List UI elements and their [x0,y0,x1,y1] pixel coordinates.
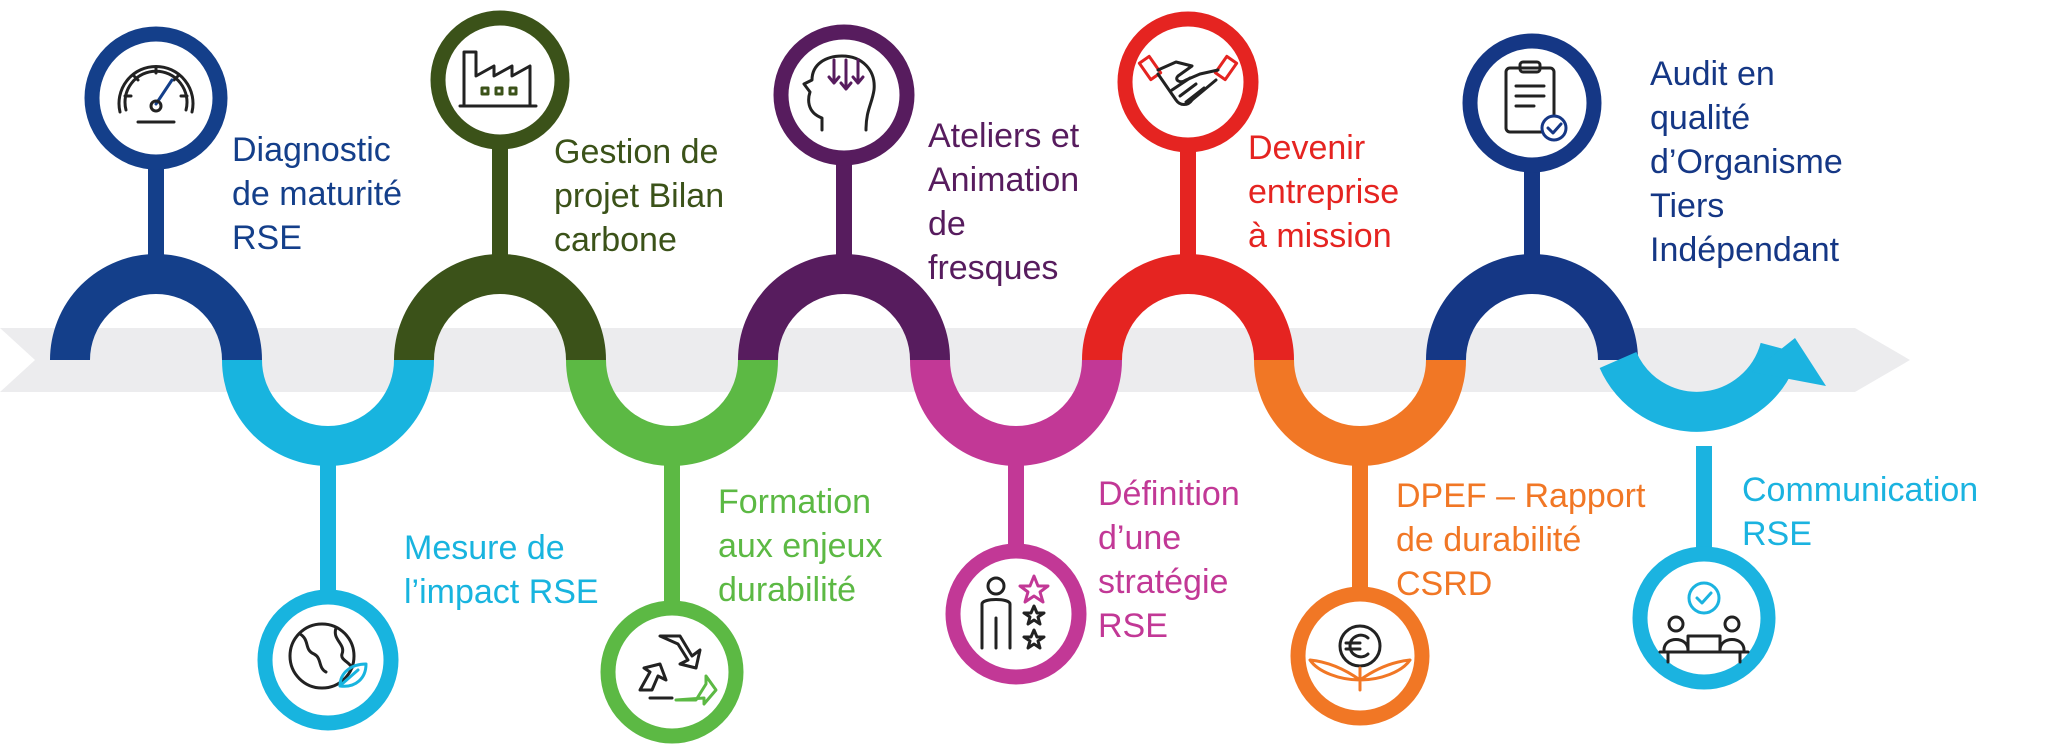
gauge-icon [117,65,195,124]
factory-icon [458,50,538,108]
icon-ring-definition [945,543,1087,685]
euro-plant-icon [1308,624,1412,692]
arc-dpef [1254,359,1466,466]
arc-communication [1599,342,1800,432]
globe-leaf-icon [288,622,368,690]
arc-formation [566,359,778,466]
meeting-check-icon [1658,581,1750,664]
icon-ring-devenir [1117,11,1259,153]
arc-ateliers [738,254,950,361]
clipboard-check-icon [1504,60,1568,142]
icon-ring-ateliers [773,24,915,166]
final-arrow-head [1752,338,1826,386]
icon-ring-audit [1462,33,1602,173]
icon-ring-gestion [430,10,570,150]
head-ideas-icon [802,54,876,132]
icon-ring-diagnostic [84,26,228,170]
arc-audit [1426,254,1638,361]
icon-ring-communication [1632,546,1776,690]
icon-ring-mesure [257,589,399,731]
arc-definition [910,359,1122,466]
arc-gestion [394,254,606,361]
person-stars-icon [980,574,1050,650]
recycle-icon [638,634,718,706]
icon-ring-formation [600,600,744,744]
arc-diagnostic [50,254,262,361]
arc-mesure [222,359,434,466]
arc-devenir [1082,254,1294,361]
handshake-icon [1137,54,1239,106]
